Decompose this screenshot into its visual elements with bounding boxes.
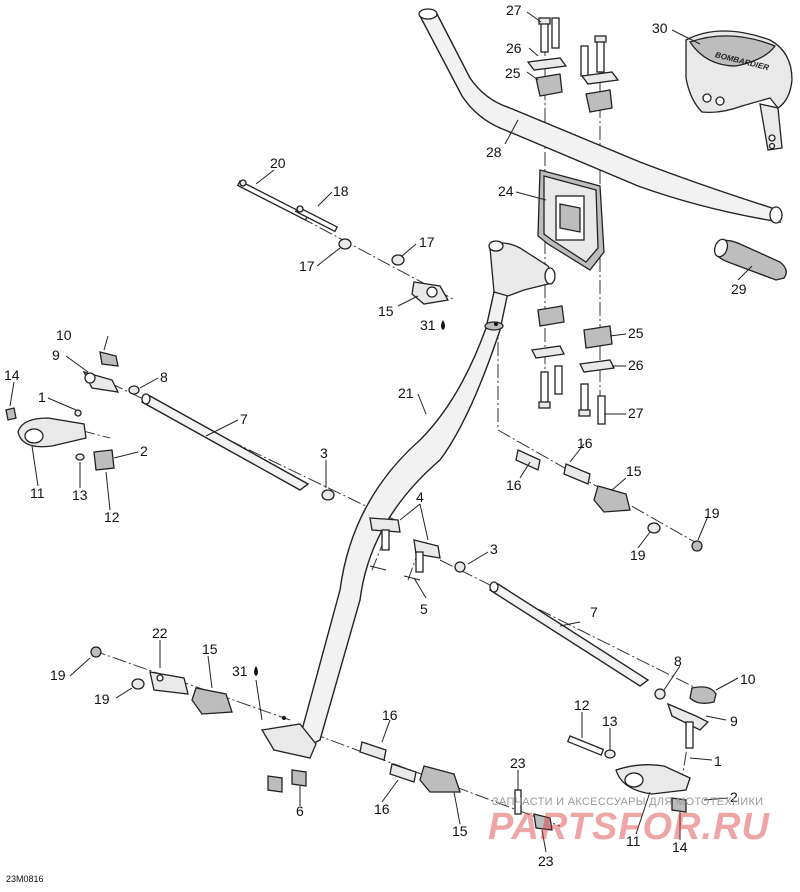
- callout-11: 11: [30, 485, 45, 501]
- right-tie-rod: [488, 581, 717, 813]
- upper-link-hardware: [236, 179, 450, 305]
- callout-15: 15: [202, 641, 218, 657]
- callout-4: 4: [416, 489, 424, 505]
- lower-clamp-hardware: [531, 305, 615, 425]
- callout-31-lubricant-top: 31: [420, 317, 445, 333]
- callout-7: 7: [590, 604, 598, 620]
- callout-24: 24: [498, 183, 514, 199]
- callout-7: 7: [240, 411, 248, 427]
- callout-12: 12: [104, 509, 120, 525]
- callout-5: 5: [420, 601, 428, 617]
- callout-2: 2: [140, 443, 148, 459]
- handlebar-pad: BOMBARDIER: [685, 30, 793, 151]
- callout-19: 19: [630, 547, 646, 563]
- callout-14: 14: [4, 367, 20, 383]
- callout-2: 2: [730, 789, 738, 805]
- callout-26: 26: [628, 357, 644, 373]
- callout-13: 13: [72, 487, 88, 503]
- callout-26: 26: [506, 40, 522, 56]
- callout-6: 6: [296, 803, 304, 819]
- callout-17: 17: [419, 234, 435, 250]
- lower-link-hardware: [90, 646, 553, 831]
- watermark-caption: ЗАПЧАСТИ И АКСЕССУАРЫ ДЛЯ МОТОТЕХНИКИ: [492, 796, 764, 808]
- upper-clamp-hardware: [526, 17, 620, 113]
- center-connectors: [369, 517, 466, 581]
- handlebar-grip: [713, 238, 787, 281]
- callout-10: 10: [740, 671, 756, 687]
- svg-text:31: 31: [232, 663, 248, 679]
- left-tie-rod: [5, 351, 335, 501]
- callout-17: 17: [299, 258, 315, 274]
- callout-16: 16: [506, 477, 522, 493]
- leader-lines: [9, 11, 753, 853]
- callout-15: 15: [452, 823, 468, 839]
- callout-29: 29: [731, 281, 747, 297]
- callout-1: 1: [714, 753, 722, 769]
- callout-15: 15: [378, 303, 394, 319]
- callout-25: 25: [628, 325, 644, 341]
- callout-13: 13: [602, 713, 618, 729]
- steering-column: [260, 240, 556, 759]
- callout-19: 19: [704, 505, 720, 521]
- callout-9: 9: [730, 713, 738, 729]
- callout-3: 3: [490, 541, 498, 557]
- callout-15: 15: [626, 463, 642, 479]
- callout-16: 16: [374, 801, 390, 817]
- callout-3: 3: [320, 445, 328, 461]
- callout-23: 23: [510, 755, 526, 771]
- callout-30: 30: [652, 20, 668, 36]
- callout-20: 20: [270, 155, 286, 171]
- svg-text:31: 31: [420, 317, 436, 333]
- callout-9: 9: [52, 347, 60, 363]
- callout-18: 18: [333, 183, 349, 199]
- callout-labels: 27 26 25 28 30 24 29 20 18 17 17 15 31 2…: [4, 2, 756, 869]
- lubricant-drop-icon: [441, 320, 445, 330]
- callout-16: 16: [577, 435, 593, 451]
- callout-25: 25: [505, 65, 521, 81]
- callout-21: 21: [398, 385, 414, 401]
- callout-22: 22: [152, 625, 168, 641]
- callout-8: 8: [160, 369, 168, 385]
- callout-27: 27: [506, 2, 522, 18]
- callout-19: 19: [94, 691, 110, 707]
- handlebar: [418, 8, 783, 224]
- callout-8: 8: [674, 653, 682, 669]
- callout-19: 19: [50, 667, 66, 683]
- diagram-reference-code: 23M0816: [6, 874, 44, 884]
- lubricant-drop-icon: [254, 666, 258, 676]
- callout-16: 16: [382, 707, 398, 723]
- callout-10: 10: [56, 327, 72, 343]
- steering-riser: [537, 169, 605, 271]
- callout-31-lubricant-bottom: 31: [232, 663, 258, 679]
- callout-12: 12: [574, 697, 590, 713]
- callout-28: 28: [486, 144, 502, 160]
- right-upper-hardware: [515, 449, 703, 552]
- callout-1: 1: [38, 389, 46, 405]
- callout-23: 23: [538, 853, 554, 869]
- watermark-logo: PARTSFOR.RU: [488, 806, 770, 848]
- callout-11: 11: [626, 833, 641, 849]
- callout-14: 14: [672, 839, 688, 855]
- callout-27: 27: [628, 405, 644, 421]
